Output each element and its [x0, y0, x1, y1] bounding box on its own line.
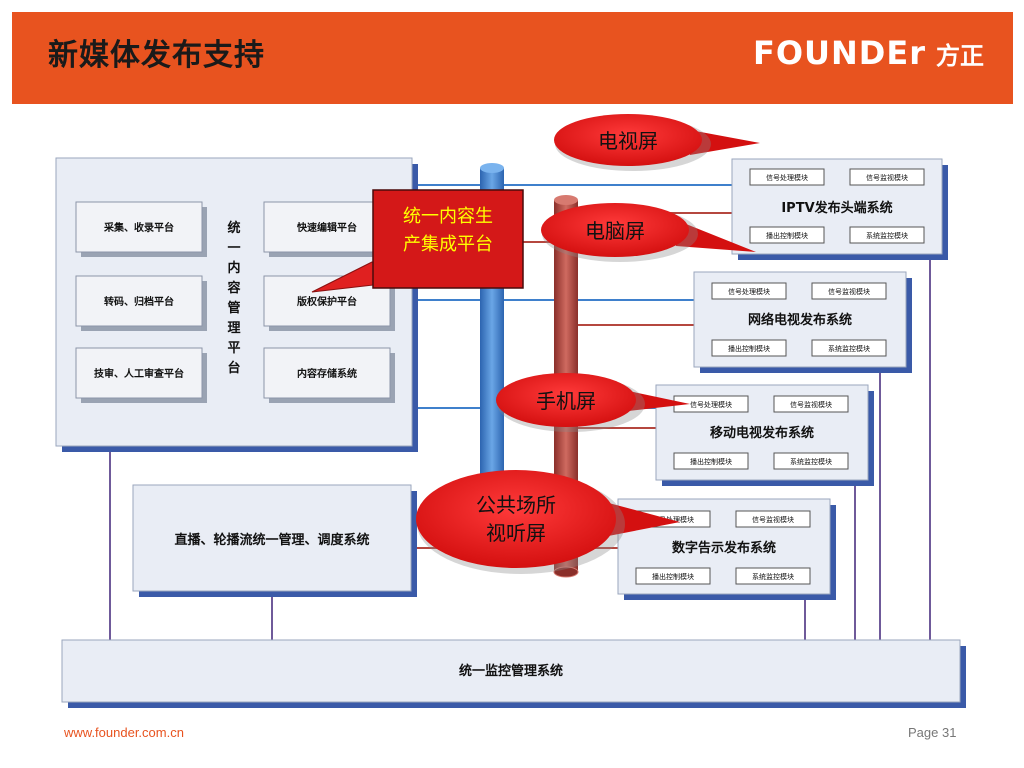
module-label: 信号处理模块: [728, 287, 770, 296]
callout-text: 视听屏: [486, 521, 546, 545]
header-bar: [12, 12, 1013, 104]
vertical-char: 平: [227, 341, 240, 356]
module-label: 播出控制模块: [690, 457, 732, 466]
system-mobile-tv: 信号处理模块 信号监视模块 移动电视发布系统 播出控制模块 系统监控模块: [655, 384, 874, 486]
callout-pc-screen: 电脑屏: [541, 203, 756, 262]
system-name: IPTV发布头端系统: [781, 200, 892, 216]
vertical-char: 管: [227, 300, 240, 316]
callout-mobile-screen: 手机屏: [496, 373, 690, 432]
callout-text: 电视屏: [598, 129, 658, 153]
broadcast-system-label: 直播、轮播流统一管理、调度系统: [174, 532, 369, 548]
module-label: 信号监视模块: [790, 400, 832, 409]
monitoring-system-label: 统一监控管理系统: [459, 663, 563, 679]
system-web-tv: 信号处理模块 信号监视模块 网络电视发布系统 播出控制模块 系统监控模块: [693, 271, 912, 373]
callout-integration-platform: 统一内容生 产集成平台: [311, 189, 524, 293]
system-digital-signage: 信号处理模块 信号监视模块 数字告示发布系统 播出控制模块 系统监控模块: [617, 498, 836, 600]
vertical-char: 台: [227, 360, 240, 376]
callout-tv-screen: 电视屏: [554, 114, 760, 171]
platform-box-capture: 采集、收录平台: [75, 201, 207, 257]
callout-text: 电脑屏: [585, 219, 645, 243]
footer-url[interactable]: www.founder.com.cn: [64, 725, 184, 740]
module-label: 信号处理模块: [766, 173, 808, 182]
vertical-char: 理: [227, 321, 240, 336]
module-label: 播出控制模块: [652, 572, 694, 581]
module-label: 信号监视模块: [752, 515, 794, 524]
platform-box-review: 技审、人工审查平台: [75, 347, 207, 403]
vertical-char: 统: [227, 220, 240, 236]
callout-public-screen: 公共场所 视听屏: [416, 470, 680, 574]
page-title: 新媒体发布支持: [48, 38, 265, 73]
module-label: 播出控制模块: [766, 231, 808, 240]
platform-vertical-label: 统 一 内 容 管 理 平 台: [226, 220, 240, 376]
callout-text: 手机屏: [536, 389, 596, 413]
callout-text: 统一内容生: [403, 206, 493, 227]
monitoring-system: 统一监控管理系统: [61, 639, 966, 708]
platform-box-label: 采集、收录平台: [103, 221, 174, 234]
module-label: 播出控制模块: [728, 344, 770, 353]
module-label: 系统监控模块: [752, 572, 794, 581]
platform-box-label: 版权保护平台: [297, 295, 357, 308]
module-label: 系统监控模块: [828, 344, 870, 353]
system-name: 数字告示发布系统: [672, 540, 776, 556]
system-name: 网络电视发布系统: [748, 312, 852, 328]
vertical-char: 一: [227, 241, 240, 256]
founder-logo: FOUNDEr 方正: [753, 34, 984, 72]
logo-cn: 方正: [936, 41, 984, 70]
module-label: 信号监视模块: [828, 287, 870, 296]
platform-box-label: 内容存储系统: [297, 367, 357, 380]
platform-box-label: 转码、归档平台: [104, 295, 174, 308]
module-label: 系统监控模块: [790, 457, 832, 466]
platform-box-label: 技审、人工审查平台: [94, 367, 184, 380]
platform-box-storage: 内容存储系统: [263, 347, 395, 403]
module-label: 系统监控模块: [866, 231, 908, 240]
content-platform: 采集、收录平台 转码、归档平台 技审、人工审查平台 统 一 内 容 管 理 平 …: [55, 157, 418, 452]
logo-en: FOUNDEr: [752, 34, 926, 72]
callout-text: 公共场所: [476, 493, 556, 517]
broadcast-scheduling-system: 直播、轮播流统一管理、调度系统: [132, 484, 417, 597]
platform-box-label: 快速编辑平台: [296, 221, 357, 234]
page-number: Page 31: [908, 725, 957, 740]
module-label: 信号监视模块: [866, 173, 908, 182]
vertical-char: 容: [226, 280, 240, 296]
vertical-char: 内: [227, 260, 240, 276]
platform-box-transcode: 转码、归档平台: [75, 275, 207, 331]
system-iptv: 信号处理模块 信号监视模块 IPTV发布头端系统 播出控制模块 系统监控模块: [731, 158, 948, 260]
system-name: 移动电视发布系统: [710, 425, 814, 441]
module-label: 信号处理模块: [690, 400, 732, 409]
module-label: 信号处理模块: [652, 515, 694, 524]
callout-text: 产集成平台: [403, 234, 493, 255]
